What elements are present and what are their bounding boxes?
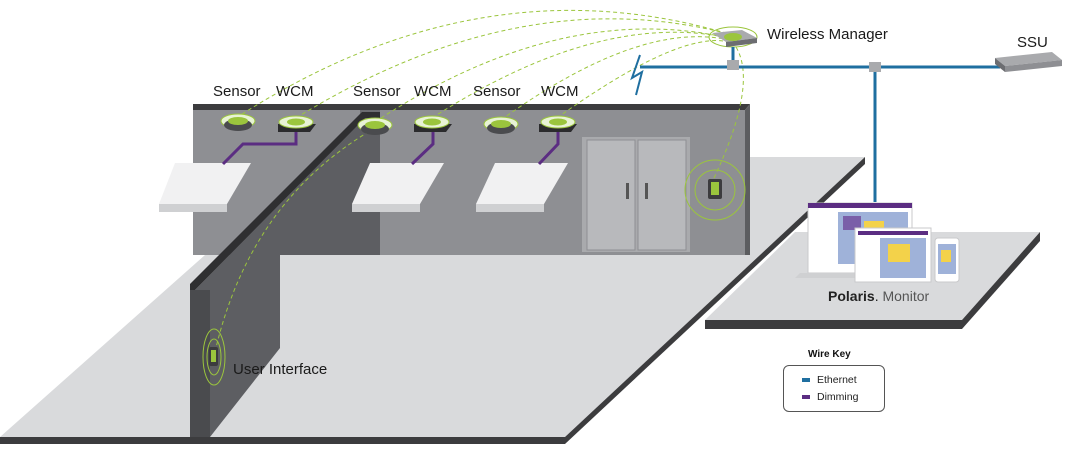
ethernet-swatch: [802, 378, 810, 382]
ssu-device: [995, 52, 1062, 72]
ethernet-key-label: Ethernet: [817, 374, 857, 386]
partition-top-edge: [190, 112, 380, 290]
wire-key-ethernet: Ethernet: [802, 374, 857, 386]
door-handle-right: [645, 183, 648, 199]
wireless-links: [214, 9, 744, 353]
dimming-swatch: [802, 395, 810, 399]
tablet-screen: [854, 227, 932, 283]
polaris-dot: .: [874, 288, 879, 304]
dimming-key-label: Dimming: [817, 391, 859, 403]
room-floor-side: [565, 157, 865, 444]
label-wcm-2: WCM: [414, 83, 452, 100]
label-sensor-2: Sensor: [353, 83, 401, 100]
dimming-wire-3: [537, 130, 560, 166]
sensor-device-1: [220, 113, 256, 131]
wireless-bolt-icon: [630, 54, 644, 96]
room-floor-edge: [0, 437, 565, 444]
dimming-wire-1: [221, 130, 298, 166]
light-fixture-1: [159, 163, 251, 204]
phone-screen: [934, 237, 960, 283]
light-fixture-1-edge: [159, 204, 227, 212]
door-keypad: [684, 159, 746, 221]
wire-key-title: Wire Key: [808, 349, 851, 360]
wcm-device-1: [278, 115, 316, 132]
polaris-monitor-label: Polaris. Monitor: [828, 288, 929, 304]
wire-key-dimming: Dimming: [802, 391, 858, 403]
label-wcm-3: WCM: [541, 83, 579, 100]
label-wcm-1: WCM: [276, 83, 314, 100]
dimming-wire-2: [410, 130, 435, 166]
label-sensor-1: Sensor: [213, 83, 261, 100]
back-wall-side: [745, 104, 750, 255]
monitor-platform-side: [962, 232, 1040, 329]
wcm-device-2: [414, 115, 452, 132]
front-partition-wall: [190, 118, 380, 437]
ethernet-splitter-2: [869, 62, 881, 72]
label-ssu: SSU: [1017, 34, 1048, 51]
back-wall-top: [193, 104, 750, 110]
light-fixture-2: [352, 163, 444, 204]
sensor-device-2: [357, 117, 393, 135]
wire-key-box: Ethernet Dimming: [783, 365, 885, 412]
label-sensor-3: Sensor: [473, 83, 521, 100]
user-interface-device: [202, 328, 226, 386]
polaris-brand: Polaris: [828, 288, 875, 304]
door-handle-left: [626, 183, 629, 199]
label-wireless-manager: Wireless Manager: [767, 26, 888, 43]
front-partition-face: [190, 290, 210, 437]
light-fixture-2-edge: [352, 204, 420, 212]
ethernet-splitter-1: [727, 60, 739, 70]
polaris-product: Monitor: [882, 288, 930, 304]
wireless-manager-device: [708, 26, 758, 48]
wcm-device-3: [539, 115, 577, 132]
light-fixture-3-edge: [476, 204, 544, 212]
light-fixture-3: [476, 163, 568, 204]
monitor-platform-edge: [705, 320, 962, 329]
label-user-interface: User Interface: [233, 361, 328, 378]
sensor-device-3: [483, 116, 519, 134]
